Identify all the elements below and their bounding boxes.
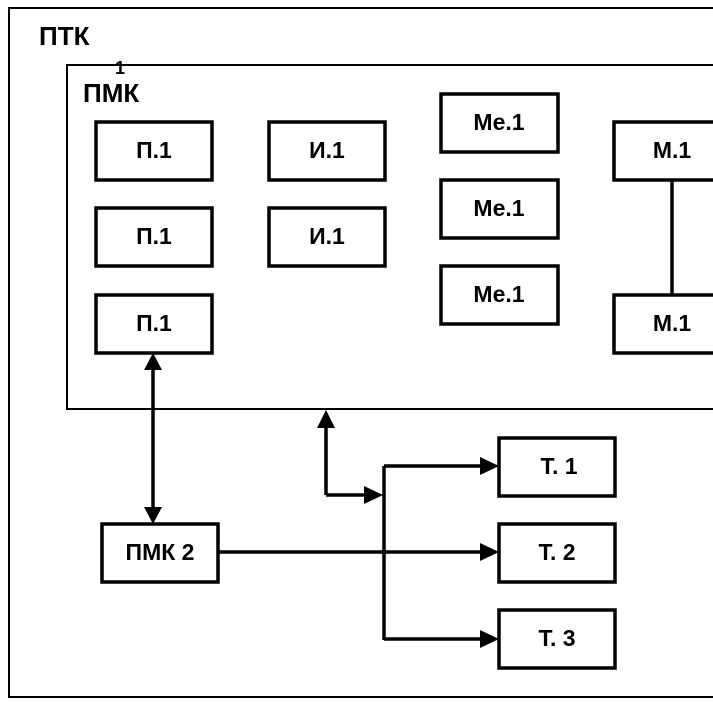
box-p1-b: П.1 (94, 206, 214, 268)
box-t2-label: Т. 2 (538, 539, 575, 565)
outer-frame (8, 7, 713, 698)
box-p1-a: П.1 (94, 120, 214, 182)
box-i1-a-label: И.1 (309, 137, 345, 163)
pmk2-arrowhead (144, 507, 162, 524)
inner-frame-superscript: 1 (115, 58, 125, 78)
box-t3: Т. 3 (497, 608, 617, 670)
box-me1-c-label: Ме.1 (473, 281, 524, 307)
t2-arrowhead (480, 543, 499, 561)
box-pmk2: ПМК 2 (100, 522, 220, 584)
box-pmk2-label: ПМК 2 (126, 539, 195, 565)
box-p1-c-label: П.1 (136, 310, 172, 336)
box-t2: Т. 2 (497, 522, 617, 584)
box-t1: Т. 1 (497, 436, 617, 498)
box-me1-b: Ме.1 (439, 178, 560, 240)
box-p1-b-label: П.1 (136, 223, 172, 249)
box-me1-c: Ме.1 (439, 264, 560, 326)
box-m1-a: М.1 (612, 120, 713, 182)
box-i1-b: И.1 (267, 206, 387, 268)
box-m1-b-label: М.1 (653, 310, 692, 336)
box-t3-label: Т. 3 (538, 625, 575, 651)
bus-arrowhead (364, 486, 383, 504)
box-me1-a-label: Ме.1 (473, 109, 524, 135)
box-m1-a-label: М.1 (653, 137, 692, 163)
inner-frame (66, 64, 713, 410)
box-i1-b-label: И.1 (309, 223, 345, 249)
frame-arrowhead (317, 410, 335, 428)
box-me1-a: Ме.1 (439, 92, 560, 154)
box-p1-a-label: П.1 (136, 137, 172, 163)
p1-arrowhead (144, 353, 162, 370)
box-me1-b-label: Ме.1 (473, 195, 524, 221)
outer-frame-label: ПТК (39, 21, 90, 51)
t1-arrowhead (480, 457, 499, 475)
box-m1-b: М.1 (612, 293, 713, 355)
t3-arrowhead (480, 630, 499, 648)
inner-frame-label: ПМК (83, 78, 139, 108)
box-t1-label: Т. 1 (540, 453, 577, 479)
box-p1-c: П.1 (94, 293, 214, 355)
box-i1-a: И.1 (267, 120, 387, 182)
